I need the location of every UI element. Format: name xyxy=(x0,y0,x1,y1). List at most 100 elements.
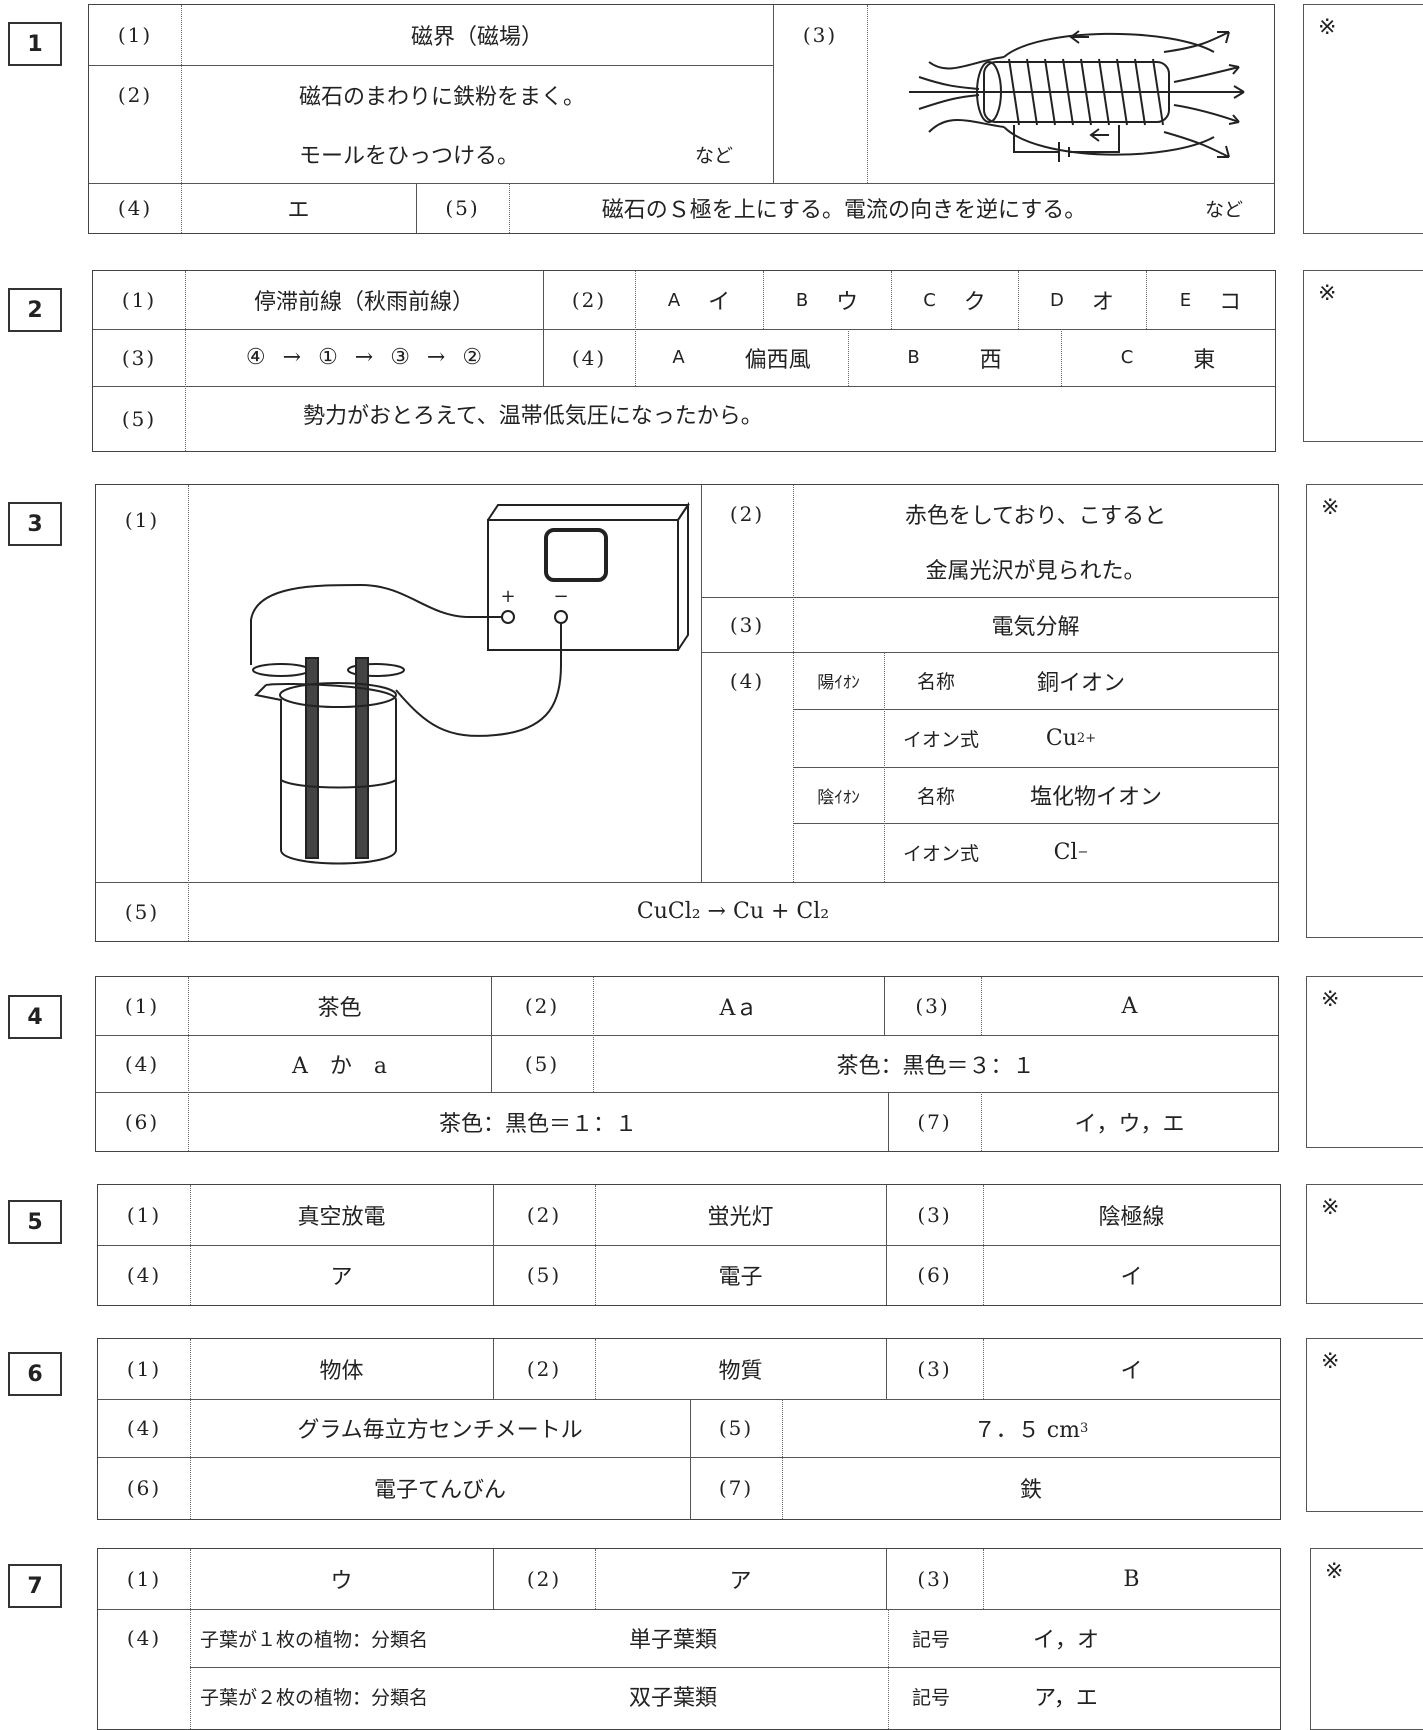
answer-table-6: (1) 物体 (2) 物質 (3) イ (4) グラム毎立方センチメートル (5… xyxy=(97,1338,1281,1520)
anion-name-label: 名称 xyxy=(916,785,955,808)
label-5-4: (4) xyxy=(126,1263,162,1287)
answer-1-5: 磁石のＳ極を上にする。電流の向きを逆にする。 xyxy=(601,198,1087,223)
label-1-5: (5) xyxy=(445,196,480,220)
score-box-2: ※ xyxy=(1303,270,1423,442)
label-3-4: (4) xyxy=(729,668,765,693)
answer-1-1: 磁界（磁場） xyxy=(410,25,543,50)
label-4-3: (3) xyxy=(915,994,950,1018)
plus-terminal-label: + xyxy=(500,586,515,607)
label-1-3: (3) xyxy=(802,23,838,47)
label-7-3: (3) xyxy=(917,1567,952,1591)
label-5-1: (1) xyxy=(126,1203,162,1227)
answer-5-3: 陰極線 xyxy=(1098,1205,1165,1230)
label-6-2: (2) xyxy=(526,1357,562,1381)
label-1-1: (1) xyxy=(117,23,153,47)
label-3-1: (1) xyxy=(124,508,160,532)
answer-5-6: イ xyxy=(1120,1265,1143,1290)
label-5-2: (2) xyxy=(526,1203,562,1227)
label-2-4: (4) xyxy=(571,345,607,370)
dicot-prompt: 子葉が２枚の植物：分類名 xyxy=(200,1686,429,1709)
score-box-7: ※ xyxy=(1310,1548,1423,1730)
mono-prompt: 子葉が１枚の植物：分類名 xyxy=(200,1628,429,1651)
answer-3-2-line2: 金属光沢が見られた。 xyxy=(925,559,1146,584)
answer-1-2-etc: など xyxy=(694,144,733,167)
dicot-name: 双子葉類 xyxy=(628,1686,717,1711)
label-4-4: (4) xyxy=(124,1051,160,1076)
answer-5-1: 真空放電 xyxy=(297,1205,386,1230)
anion-formula: Cl− xyxy=(1053,840,1089,865)
label-4-2: (2) xyxy=(524,994,560,1018)
answer-1-2-line1: 磁石のまわりに鉄粉をまく。 xyxy=(299,85,586,110)
section-number-2: 2 xyxy=(8,288,62,332)
label-4-5: (5) xyxy=(524,1051,560,1076)
answer-3-5: CuCl₂ → Cu + Cl₂ xyxy=(636,899,830,924)
answer-7-1: ウ xyxy=(330,1569,353,1594)
answer-2-5: 勢力がおとろえて、温帯低気圧になったから。 xyxy=(303,403,763,429)
mono-symbols: イ，オ xyxy=(1032,1628,1099,1653)
label-3-2: (2) xyxy=(729,502,765,526)
anion-formula-label: イオン式 xyxy=(902,843,979,865)
answer-4-7: イ，ウ，エ xyxy=(1074,1111,1185,1137)
label-4-6: (6) xyxy=(124,1109,160,1134)
anion-name: 塩化物イオン xyxy=(1029,785,1162,810)
answer-table-4: (1) 茶色 (2) Aａ (3) A (4) A か a (5) 茶色：黒色＝… xyxy=(95,976,1279,1152)
section-number-1: 1 xyxy=(8,22,62,66)
answer-table-5: (1) 真空放電 (2) 蛍光灯 (3) 陰極線 (4) ア (5) 電子 (6… xyxy=(97,1184,1281,1306)
answer-6-4: グラム毎立方センチメートル xyxy=(297,1418,583,1443)
answer-7-3: B xyxy=(1123,1566,1140,1592)
label-1-2: (2) xyxy=(117,83,153,107)
answer-6-2: 物質 xyxy=(718,1359,763,1384)
anion-label: 陰ｲｵﾝ xyxy=(817,787,860,808)
label-3-3: (3) xyxy=(729,612,765,637)
label-6-5: (5) xyxy=(718,1416,754,1440)
answer-4-2: Aａ xyxy=(719,996,758,1021)
answer-table-1: (1) 磁界（磁場） (2) 磁石のまわりに鉄粉をまく。 モールをひっつける。 … xyxy=(88,4,1275,234)
answer-1-5-etc: など xyxy=(1204,198,1243,221)
electrolysis-apparatus-figure: + − xyxy=(250,501,690,865)
label-7-1: (1) xyxy=(126,1567,162,1591)
label-5-6: (6) xyxy=(917,1263,952,1287)
answer-table-3: (1) + − (2) 赤色をしており、こすると 金属光沢が見られた。 (3) … xyxy=(95,484,1279,942)
answer-4-4: A か a xyxy=(291,1053,387,1079)
cation-name-label: 名称 xyxy=(916,671,955,693)
answer-3-2-line1: 赤色をしており、こすると xyxy=(904,504,1167,529)
answer-1-2-line2: モールをひっつける。 xyxy=(299,144,520,169)
label-7-2: (2) xyxy=(526,1567,562,1591)
score-box-3: ※ xyxy=(1306,484,1423,938)
answer-2-3: ④ → ① → ③ → ② xyxy=(245,345,483,370)
section-number-4: 4 xyxy=(8,995,62,1039)
answer-6-7: 鉄 xyxy=(1019,1478,1042,1503)
cation-name: 銅イオン xyxy=(1036,670,1125,696)
label-4-7: (7) xyxy=(917,1109,952,1134)
answer-table-7: (1) ウ (2) ア (3) B (4) 子葉が１枚の植物：分類名 単子葉類 … xyxy=(97,1548,1281,1730)
label-6-4: (4) xyxy=(126,1416,162,1440)
score-box-6: ※ xyxy=(1306,1338,1423,1512)
answer-5-2: 蛍光灯 xyxy=(707,1205,774,1230)
label-6-7: (7) xyxy=(718,1476,754,1500)
answer-4-5: 茶色：黒色＝３：１ xyxy=(836,1053,1035,1079)
label-6-3: (3) xyxy=(917,1357,952,1381)
cation-formula-label: イオン式 xyxy=(902,728,979,751)
answer-3-3: 電気分解 xyxy=(991,614,1080,640)
label-6-6: (6) xyxy=(126,1476,162,1500)
label-2-1: (1) xyxy=(121,288,157,312)
label-6-1: (1) xyxy=(126,1357,162,1381)
section-number-6: 6 xyxy=(8,1352,62,1396)
label-7-4: (4) xyxy=(126,1626,162,1650)
section-number-3: 3 xyxy=(8,502,62,546)
label-1-4: (4) xyxy=(117,196,153,220)
answer-4-3: A xyxy=(1121,993,1138,1019)
answer-6-3: イ xyxy=(1120,1359,1143,1384)
answer-4-1: 茶色 xyxy=(317,996,362,1021)
dicot-symbols: ア，エ xyxy=(1034,1686,1098,1711)
solenoid-magnetic-field-figure xyxy=(909,30,1245,162)
mono-symbol-label: 記号 xyxy=(911,1628,950,1651)
